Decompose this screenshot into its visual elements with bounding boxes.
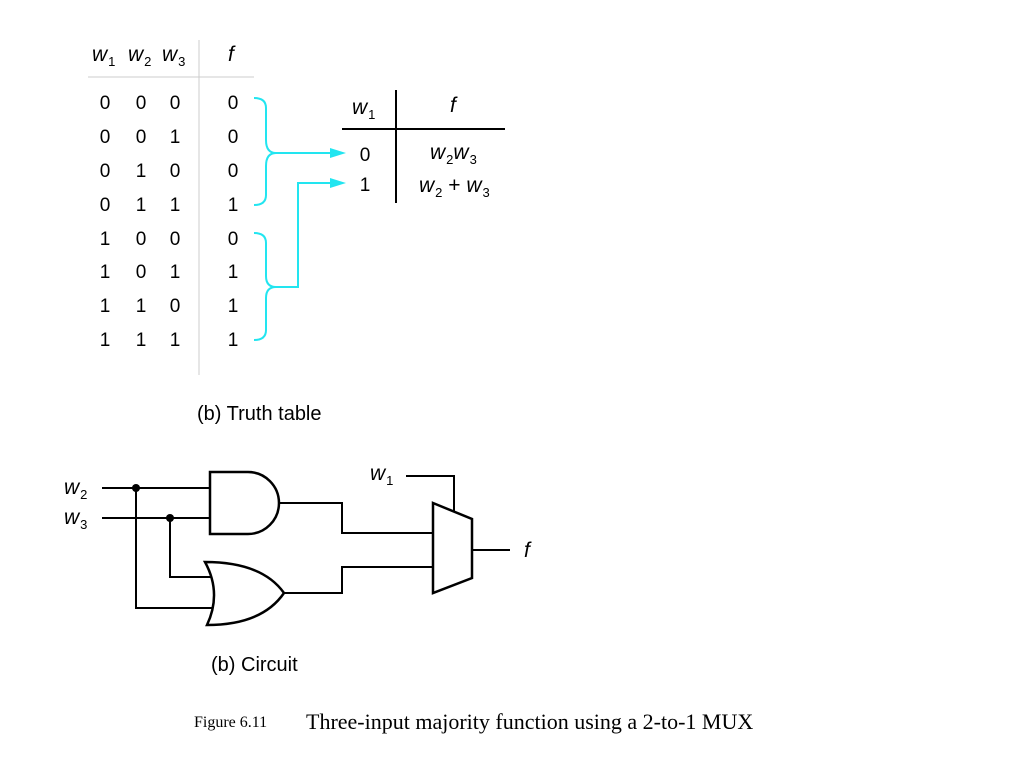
signal-sub: 2 xyxy=(80,487,88,502)
cell-f-expression: w2 + w3 xyxy=(419,174,490,205)
cell-w2: 1 xyxy=(135,195,147,216)
cell-w3: 0 xyxy=(169,296,181,317)
cell-w3: 1 xyxy=(169,330,181,351)
cell-f: 1 xyxy=(227,195,239,216)
cell-w1: 0 xyxy=(99,195,111,216)
header-var: w xyxy=(162,43,178,66)
cell-w3: 0 xyxy=(169,93,181,114)
circuit-caption: (b) Circuit xyxy=(211,654,298,676)
reduced-header-f: f xyxy=(450,94,456,118)
header-sub: 3 xyxy=(178,54,186,69)
signal-var: w xyxy=(64,476,80,499)
signal-sub: 1 xyxy=(386,473,394,488)
input-label-w3: w3 xyxy=(64,506,87,537)
signal-sub: 3 xyxy=(80,517,88,532)
figure-title: Three-input majority function using a 2-… xyxy=(306,709,754,734)
term-var: w xyxy=(419,174,435,197)
cell-f: 0 xyxy=(227,229,239,250)
cell-w3: 1 xyxy=(169,127,181,148)
lower-brace xyxy=(253,232,277,341)
cell-w1: 1 xyxy=(99,229,111,250)
cell-w2: 1 xyxy=(135,330,147,351)
cell-f: 0 xyxy=(227,161,239,182)
term-var: w xyxy=(430,141,446,164)
cell-w1: 0 xyxy=(99,127,111,148)
junction-dot-w2 xyxy=(132,484,140,492)
header-sub: 1 xyxy=(368,107,376,122)
junction-dot-w3 xyxy=(166,514,174,522)
upper-brace xyxy=(253,97,277,206)
truth-header-w3: w3 xyxy=(162,43,185,74)
truth-header-f: f xyxy=(228,43,234,67)
truth-header-w2: w2 xyxy=(128,43,151,74)
select-label-w1: w1 xyxy=(370,462,393,493)
arrow-head-row0 xyxy=(330,148,346,158)
cell-w2: 1 xyxy=(135,296,147,317)
cell-w2: 0 xyxy=(135,93,147,114)
header-var: f xyxy=(228,43,234,66)
figure-label: Figure 6.11 xyxy=(194,714,268,731)
truth-table-caption: (b) Truth table xyxy=(197,403,322,425)
term-sub: 3 xyxy=(469,152,477,167)
signal-var: w xyxy=(64,506,80,529)
cell-w1: 1 xyxy=(99,330,111,351)
cell-w3: 1 xyxy=(169,195,181,216)
cell-w3: 0 xyxy=(169,161,181,182)
cell-w2: 0 xyxy=(135,229,147,250)
and-gate xyxy=(208,470,281,536)
cell-f-expression: w2w3 xyxy=(430,141,477,172)
input-label-w2: w2 xyxy=(64,476,87,507)
cell-f: 1 xyxy=(227,296,239,317)
header-var: f xyxy=(450,94,456,117)
header-sub: 1 xyxy=(108,54,116,69)
cell-w3: 0 xyxy=(169,229,181,250)
cell-f: 1 xyxy=(227,330,239,351)
cell-w1: 1 xyxy=(359,175,371,196)
cell-w1: 0 xyxy=(99,161,111,182)
reduced-header-w1: w1 xyxy=(352,96,375,127)
cell-w3: 1 xyxy=(169,262,181,283)
term-sub: 2 xyxy=(446,152,454,167)
cell-w2: 0 xyxy=(135,262,147,283)
term-sub: 3 xyxy=(482,185,490,200)
arrow-head-row1 xyxy=(330,178,346,188)
cell-f: 1 xyxy=(227,262,239,283)
term-var: w xyxy=(466,174,482,197)
cell-w1: 1 xyxy=(99,296,111,317)
truth-header-w1: w1 xyxy=(92,43,115,74)
cell-w1: 0 xyxy=(359,145,371,166)
term-sub: 2 xyxy=(435,185,443,200)
circuit-wires xyxy=(102,475,510,609)
cell-w1: 0 xyxy=(99,93,111,114)
signal-var: w xyxy=(370,462,386,485)
signal-var: f xyxy=(524,539,530,562)
plus-operator: + xyxy=(448,174,461,197)
header-var: w xyxy=(128,43,144,66)
cell-w2: 0 xyxy=(135,127,147,148)
mux-2to1 xyxy=(431,501,474,595)
cell-w1: 1 xyxy=(99,262,111,283)
term-var: w xyxy=(453,141,469,164)
header-sub: 2 xyxy=(144,54,152,69)
output-label-f: f xyxy=(524,539,530,563)
arrow-to-row1 xyxy=(276,182,333,288)
cell-f: 0 xyxy=(227,127,239,148)
header-var: w xyxy=(352,96,368,119)
cell-w2: 1 xyxy=(135,161,147,182)
or-gate xyxy=(202,560,286,627)
cell-f: 0 xyxy=(227,93,239,114)
header-var: w xyxy=(92,43,108,66)
